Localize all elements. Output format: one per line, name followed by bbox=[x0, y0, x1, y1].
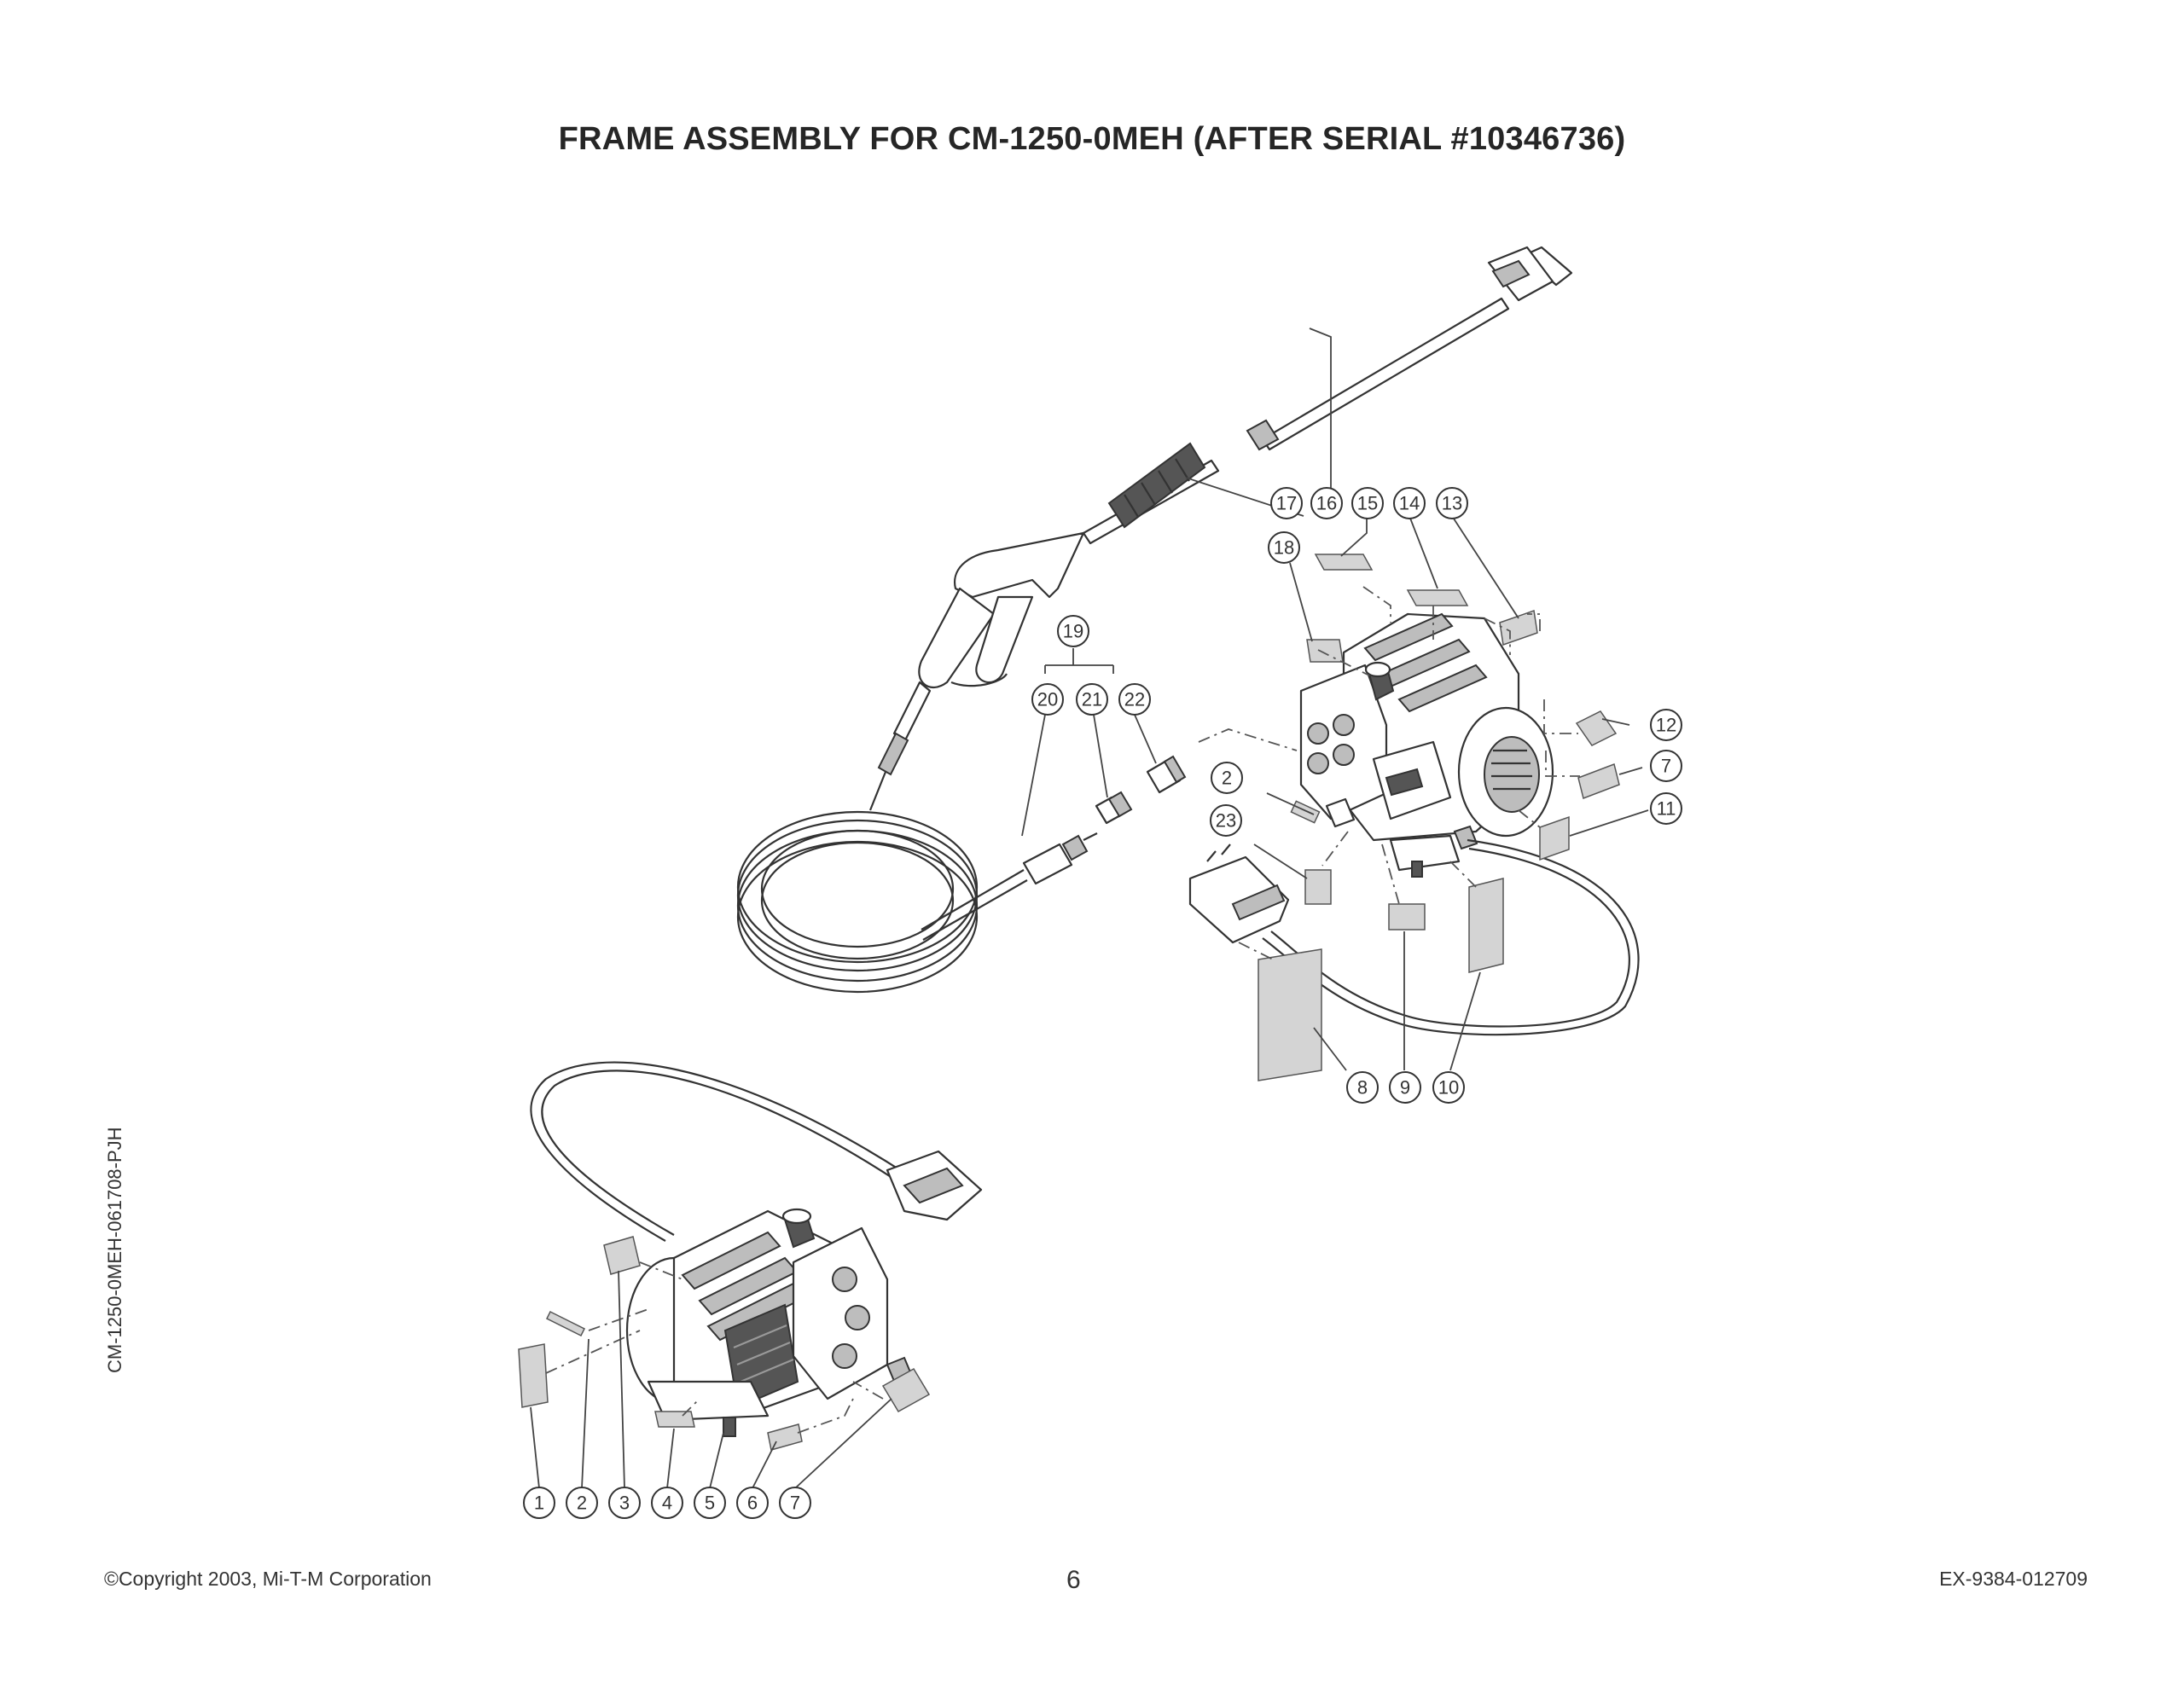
svg-text:19: 19 bbox=[1063, 621, 1083, 642]
svg-text:8: 8 bbox=[1357, 1077, 1368, 1099]
copyright-text: ©Copyright 2003, Mi-T-M Corporation bbox=[104, 1568, 432, 1590]
page-title: FRAME ASSEMBLY FOR CM-1250-0MEH (AFTER S… bbox=[558, 121, 1626, 157]
callout-labels: 17 16 15 14 13 18 19 20 21 22 12 7 11 2 … bbox=[523, 487, 1682, 1519]
callout-8: 8 bbox=[1346, 1071, 1379, 1104]
callout-7: 7 bbox=[779, 1487, 811, 1519]
callout-7-upper: 7 bbox=[1650, 750, 1682, 782]
callout-19: 19 bbox=[1057, 615, 1089, 647]
callout-23: 23 bbox=[1210, 804, 1242, 837]
svg-text:18: 18 bbox=[1274, 537, 1294, 559]
svg-text:9: 9 bbox=[1400, 1077, 1410, 1099]
adaptor-fittings bbox=[1095, 755, 1187, 825]
callout-18: 18 bbox=[1268, 531, 1300, 564]
svg-text:15: 15 bbox=[1357, 493, 1378, 514]
callout-13: 13 bbox=[1436, 487, 1468, 519]
svg-text:12: 12 bbox=[1656, 715, 1676, 736]
svg-text:11: 11 bbox=[1657, 798, 1676, 820]
svg-text:2: 2 bbox=[1222, 768, 1232, 789]
drawing-code-vertical: CM-1250-0MEH-061708-PJH bbox=[104, 1127, 125, 1373]
svg-text:20: 20 bbox=[1037, 689, 1058, 710]
svg-text:21: 21 bbox=[1082, 689, 1102, 710]
svg-text:4: 4 bbox=[662, 1493, 672, 1514]
callout-16: 16 bbox=[1310, 487, 1343, 519]
callout-5: 5 bbox=[694, 1487, 726, 1519]
svg-text:6: 6 bbox=[747, 1493, 758, 1514]
svg-text:3: 3 bbox=[619, 1493, 630, 1514]
callout-17: 17 bbox=[1270, 487, 1303, 519]
callout-4: 4 bbox=[651, 1487, 683, 1519]
callout-22: 22 bbox=[1118, 683, 1151, 716]
callout-2: 2 bbox=[566, 1487, 598, 1519]
pressure-washer-unit-lower bbox=[530, 1061, 983, 1437]
leader-lines bbox=[530, 328, 1649, 1489]
svg-text:5: 5 bbox=[705, 1493, 715, 1514]
svg-text:7: 7 bbox=[1661, 756, 1671, 777]
dashed-assembly-lines-lower bbox=[545, 1261, 884, 1434]
document-code: EX-9384-012709 bbox=[1939, 1568, 2088, 1590]
svg-text:17: 17 bbox=[1276, 493, 1297, 514]
callout-12: 12 bbox=[1650, 709, 1682, 741]
svg-text:7: 7 bbox=[790, 1493, 800, 1514]
svg-text:16: 16 bbox=[1316, 493, 1337, 514]
page-number: 6 bbox=[1066, 1566, 1081, 1594]
callout-1: 1 bbox=[523, 1487, 555, 1519]
callout-21: 21 bbox=[1076, 683, 1108, 716]
svg-text:2: 2 bbox=[577, 1493, 587, 1514]
callout-6: 6 bbox=[736, 1487, 769, 1519]
spray-wand-illustration bbox=[877, 246, 1573, 776]
svg-text:10: 10 bbox=[1438, 1077, 1459, 1099]
pressure-washer-unit-upper bbox=[1188, 612, 1640, 1036]
decals-lower bbox=[518, 1236, 931, 1451]
callout-3: 3 bbox=[608, 1487, 641, 1519]
svg-text:23: 23 bbox=[1216, 810, 1236, 832]
svg-text:13: 13 bbox=[1442, 493, 1462, 514]
callout-15: 15 bbox=[1351, 487, 1384, 519]
callout-11: 11 bbox=[1650, 792, 1682, 825]
callout-9: 9 bbox=[1389, 1071, 1421, 1104]
callout-14: 14 bbox=[1393, 487, 1426, 519]
decals-upper bbox=[1258, 554, 1620, 1081]
hose-coil-illustration bbox=[736, 771, 1098, 994]
callout-2-upper: 2 bbox=[1211, 762, 1243, 794]
svg-text:14: 14 bbox=[1399, 493, 1420, 514]
callout-20: 20 bbox=[1031, 683, 1064, 716]
dashed-assembly-lines-upper bbox=[1198, 586, 1580, 960]
svg-text:22: 22 bbox=[1124, 689, 1145, 710]
callout-10: 10 bbox=[1432, 1071, 1465, 1104]
svg-text:1: 1 bbox=[534, 1493, 544, 1514]
